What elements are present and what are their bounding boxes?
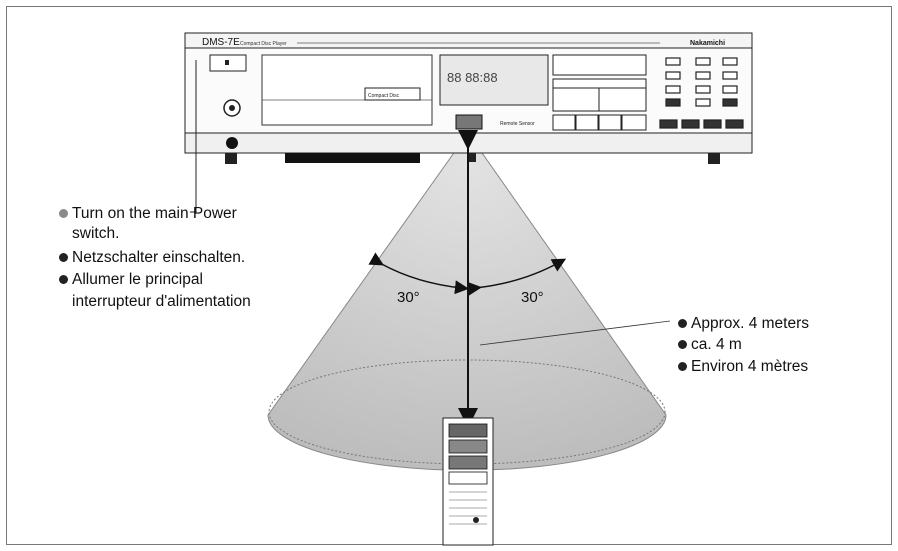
power-instruction-en-1: Turn on the main Power: [72, 205, 237, 222]
power-instruction-de: Netzschalter einschalten.: [72, 249, 246, 266]
remote-sensor: [455, 114, 483, 130]
tray-label: Compact Disc: [368, 93, 400, 99]
angle-arc-right: [467, 258, 567, 296]
bullet-distance-de: [678, 340, 687, 349]
tray-button: [364, 87, 421, 101]
angle-label-left: 30°: [397, 289, 420, 306]
distance-leader-line: [479, 320, 671, 346]
sensor-label: Remote Sensor: [500, 121, 535, 127]
number-keypad: [659, 57, 744, 129]
angle-label-right: 30°: [521, 289, 544, 306]
display-digits: 88 88:88: [447, 70, 498, 85]
brand-logo: Nakamichi: [690, 40, 725, 47]
distance-label-de: ca. 4 m: [691, 336, 742, 353]
bullet-distance-fr: [678, 362, 687, 371]
bullet-power-en: [59, 209, 68, 218]
power-instruction-fr-1: Allumer le principal: [72, 271, 203, 288]
angle-arc-left: [368, 252, 469, 295]
power-leader-line: [190, 60, 197, 213]
model-subtitle: Compact Disc Player: [240, 41, 287, 47]
bullet-distance-en: [678, 319, 687, 328]
foot-left: [225, 153, 237, 164]
remote-control: [442, 417, 494, 546]
model-label: DMS-7E: [202, 37, 240, 48]
power-instruction-fr-2: interrupteur d'alimentation: [72, 293, 251, 310]
distance-label-fr: Environ 4 mètres: [691, 358, 809, 375]
foot-right: [708, 153, 720, 164]
display-window: [439, 54, 549, 106]
bullet-power-fr: [59, 275, 68, 284]
transport-buttons: [552, 54, 647, 131]
headphone-jack: [226, 137, 238, 149]
power-instruction-en-2: switch.: [72, 225, 120, 242]
distance-label-en: Approx. 4 meters: [691, 315, 810, 332]
bullet-power-de: [59, 253, 68, 262]
